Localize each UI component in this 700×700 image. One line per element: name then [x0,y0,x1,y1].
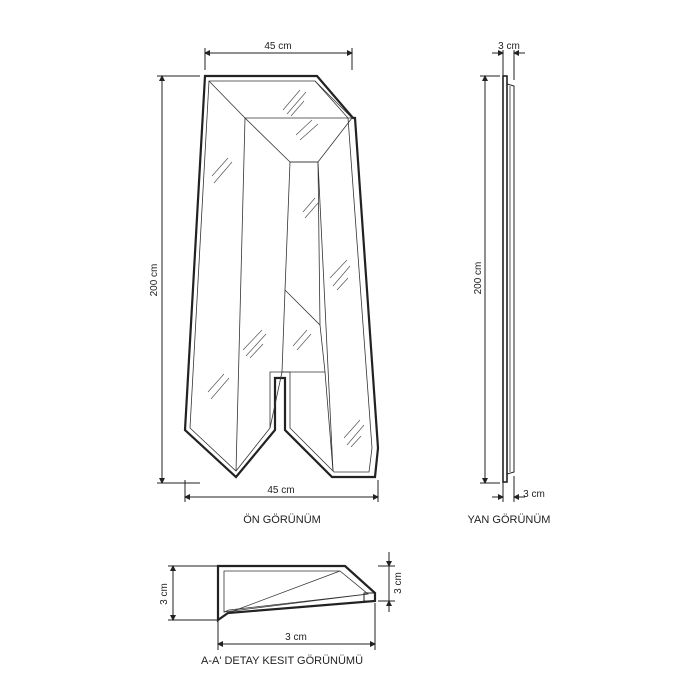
section-right-height-label: 3 cm [393,572,404,594]
front-top-width-dimension: 45 cm [204,41,353,70]
section-right-height-dimension: 3 cm [378,552,404,612]
front-height-label: 200 cm [149,264,160,297]
side-top-depth-dimension: 3 cm [492,41,525,80]
front-bottom-width-dimension: 45 cm [184,480,379,502]
section-left-height-label: 3 cm [159,583,170,605]
side-height-dimension: 200 cm [473,75,500,484]
front-height-dimension: 200 cm [149,75,200,484]
front-mirror-outline [183,74,380,479]
side-bottom-depth-label: 3 cm [523,489,545,500]
section-bottom-width-label: 3 cm [285,632,307,643]
section-view-caption: A-A' DETAY KESIT GÖRÜNÜMÜ [201,655,363,667]
section-left-height-dimension: 3 cm [159,565,218,621]
side-mirror-profile [502,75,515,483]
section-profile [216,564,377,623]
side-height-label: 200 cm [473,262,484,295]
section-view: 3 cm 3 cm 3 cm A-A' DETAY KESIT GÖRÜNÜMÜ [159,552,404,667]
front-bottom-width-label: 45 cm [267,485,294,496]
side-view-caption: YAN GÖRÜNÜM [468,514,551,526]
front-view-caption: ÖN GÖRÜNÜM [243,514,321,526]
side-top-depth-label: 3 cm [498,41,520,52]
front-glass-reflections [207,89,365,448]
section-bottom-width-dimension: 3 cm [217,603,376,650]
side-view: 3 cm 200 cm 3 cm YAN GÖRÜNÜM [468,41,551,526]
front-view: 45 cm 200 cm [149,41,380,526]
front-inner-facets [208,80,353,472]
front-top-width-label: 45 cm [264,41,291,52]
side-bottom-depth-dimension: 3 cm [492,476,545,502]
